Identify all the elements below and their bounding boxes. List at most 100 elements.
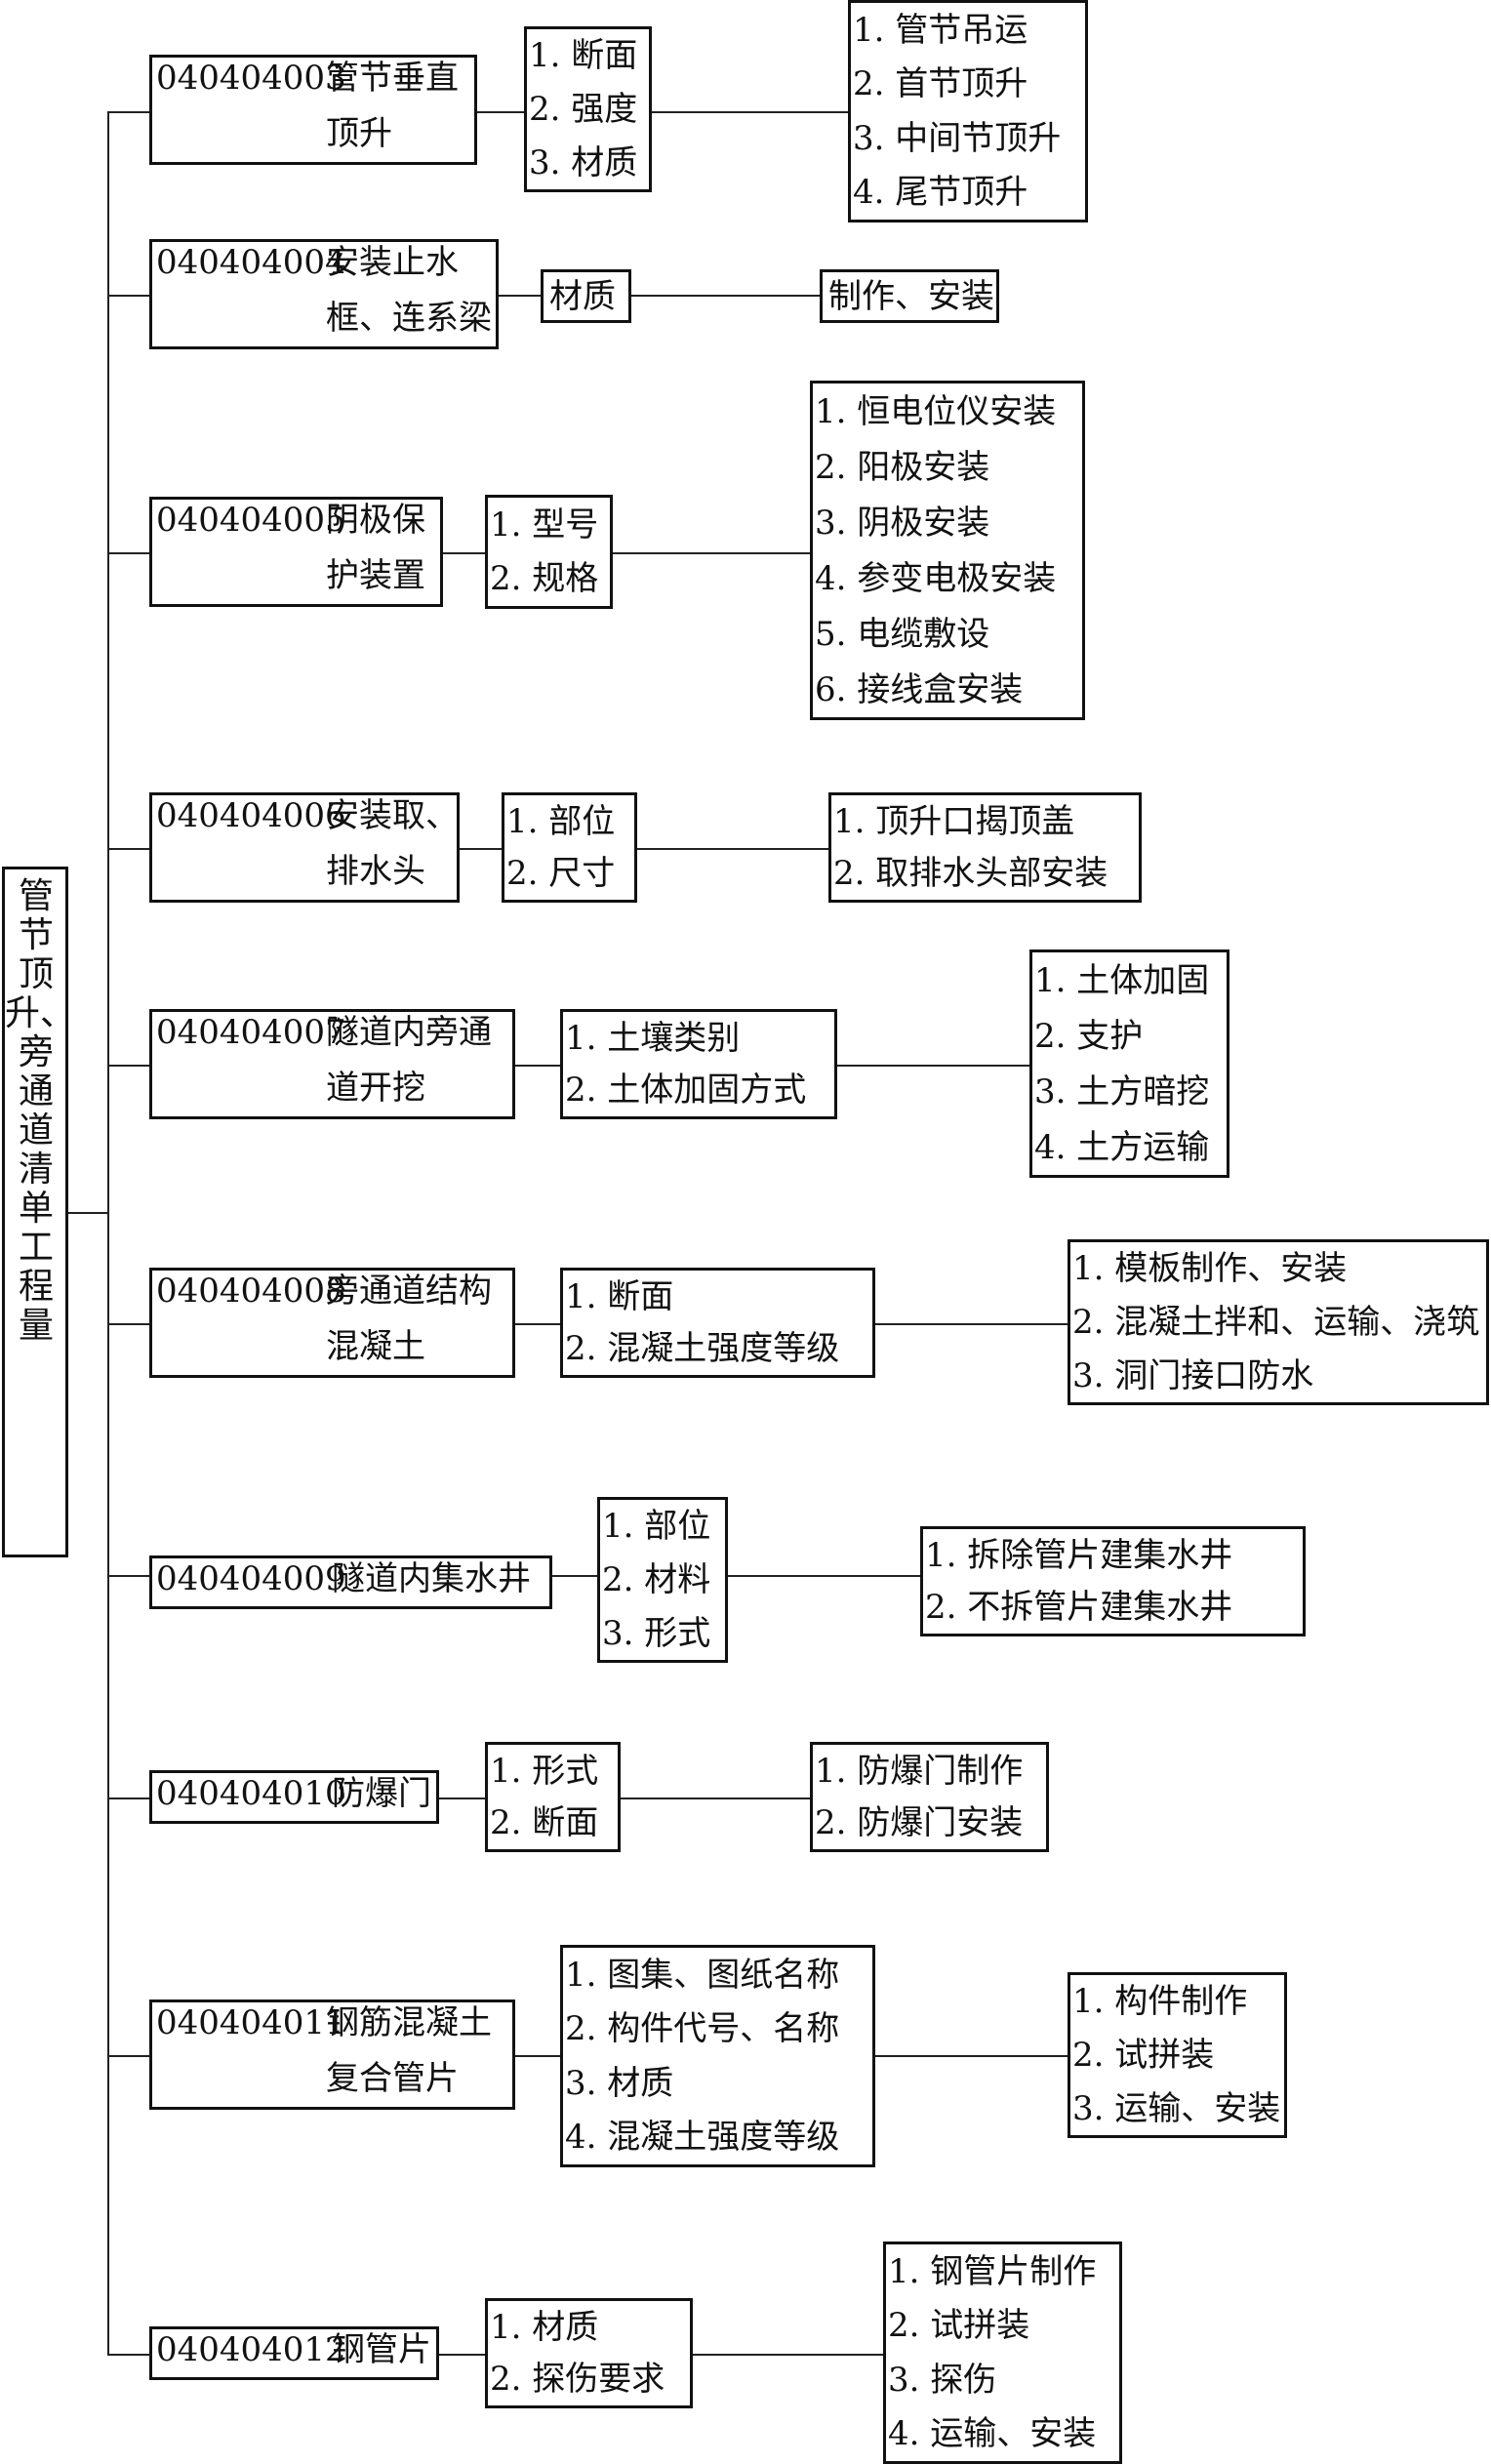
work-item: 1. 构件制作: [1072, 1982, 1248, 2021]
work-connector: [693, 2354, 883, 2356]
work-connector: [631, 295, 820, 297]
root-box: 管节顶升、旁通道清单工程量: [2, 867, 75, 1557]
branch-connector: [107, 1575, 149, 1577]
work-item: 2. 防爆门安装: [815, 1803, 1024, 1842]
work-item: 1. 恒电位仪安装: [815, 392, 1057, 431]
feature-item: 1. 土壤类别: [565, 1019, 741, 1058]
feature-item: 3. 形式: [602, 1614, 711, 1653]
work-item: 4. 运输、安装: [888, 2414, 1097, 2453]
work-item: 1. 土体加固: [1034, 961, 1210, 1000]
trunk-connector: [107, 111, 109, 2354]
work-item: 2. 试拼装: [1072, 2036, 1215, 2075]
work-box: 1. 构件制作 2. 试拼装 3. 运输、安装: [1068, 1972, 1287, 2138]
feature-item: 3. 材质: [565, 2064, 674, 2103]
item-name: 混凝土: [326, 1327, 425, 1366]
work-item: 2. 不拆管片建集水井: [925, 1588, 1233, 1627]
branch-connector: [107, 1065, 149, 1067]
item-name: 排水头: [326, 852, 425, 891]
work-item: 1. 拆除管片建集水井: [925, 1536, 1233, 1575]
work-item: 4. 土方运输: [1034, 1128, 1210, 1167]
work-item: 2. 混凝土拌和、运输、浇筑: [1072, 1303, 1480, 1342]
work-item: 2. 支护: [1034, 1017, 1144, 1056]
feature-item: 2. 构件代号、名称: [565, 2009, 840, 2048]
feature-connector: [477, 111, 524, 113]
item-code: 040404009: [156, 1559, 346, 1598]
branch-connector: [107, 111, 149, 113]
work-box: 1. 管节吊运 2. 首节顶升 3. 中间节顶升 4. 尾节顶升: [848, 0, 1088, 222]
work-item: 6. 接线盒安装: [815, 670, 1024, 709]
feature-connector: [552, 1575, 597, 1577]
feature-connector: [443, 552, 485, 554]
feature-item: 1. 图集、图纸名称: [565, 1956, 840, 1995]
feature-connector: [439, 2354, 485, 2356]
work-item: 3. 运输、安装: [1072, 2089, 1281, 2128]
work-box: 1. 土体加固 2. 支护 3. 土方暗挖 4. 土方运输: [1029, 949, 1229, 1178]
work-connector: [621, 1798, 810, 1799]
work-item: 3. 洞门接口防水: [1072, 1356, 1314, 1395]
feature-item: 1. 型号: [490, 505, 599, 545]
feature-item: 1. 形式: [490, 1752, 599, 1791]
work-item: 5. 电缆敷设: [815, 615, 990, 654]
work-item: 1. 管节吊运: [853, 11, 1028, 50]
work-box: 1. 防爆门制作 2. 防爆门安装: [810, 1742, 1049, 1852]
work-item: 1. 防爆门制作: [815, 1752, 1024, 1791]
feature-item: 2. 断面: [490, 1803, 599, 1842]
item-name: 隧道内旁通: [326, 1013, 492, 1052]
feature-box: 1. 形式 2. 断面: [485, 1742, 621, 1852]
item-name: 阴极保: [326, 501, 425, 540]
feature-item: 材质: [549, 277, 616, 316]
item-code: 040404005: [156, 501, 346, 540]
work-item: 1. 钢管片制作: [888, 2252, 1097, 2291]
work-connector: [652, 111, 848, 113]
feature-connector: [460, 848, 502, 850]
item-name: 顶升: [326, 114, 392, 153]
item-code: 040404006: [156, 796, 346, 835]
work-item: 1. 顶升口揭顶盖: [833, 802, 1075, 841]
work-box: 制作、安装: [820, 269, 999, 323]
feature-item: 1. 断面: [529, 36, 638, 75]
feature-item: 2. 土体加固方式: [565, 1070, 807, 1110]
work-item: 4. 参变电极安装: [815, 559, 1057, 598]
work-item: 2. 阳极安装: [815, 448, 990, 487]
work-item: 3. 土方暗挖: [1034, 1072, 1210, 1111]
feature-item: 2. 混凝土强度等级: [565, 1329, 840, 1368]
feature-connector: [515, 1065, 560, 1067]
item-name: 道开挖: [326, 1069, 425, 1108]
item-name: 管节垂直: [326, 59, 459, 98]
feature-item: 2. 尺寸: [506, 854, 616, 893]
item-code: 040404003: [156, 59, 346, 98]
item-code: 040404008: [156, 1272, 346, 1311]
item-code: 040404010: [156, 1774, 346, 1813]
work-item: 制作、安装: [828, 277, 994, 316]
feature-box: 1. 土壤类别 2. 土体加固方式: [560, 1009, 837, 1119]
root-connector: [68, 1212, 109, 1214]
feature-box: 1. 材质 2. 探伤要求: [485, 2298, 693, 2408]
work-connector: [637, 848, 828, 850]
branch-connector: [107, 1323, 149, 1325]
feature-item: 2. 强度: [529, 90, 638, 129]
feature-item: 3. 材质: [529, 143, 638, 182]
work-item: 2. 试拼装: [888, 2306, 1030, 2345]
item-name: 框、连系梁: [326, 299, 492, 338]
work-item: 2. 取排水头部安装: [833, 854, 1108, 893]
item-name: 安装取、: [326, 796, 459, 835]
work-item: 3. 中间节顶升: [853, 119, 1062, 158]
work-item: 2. 首节顶升: [853, 64, 1028, 103]
feature-item: 2. 探伤要求: [490, 2360, 665, 2399]
feature-item: 1. 材质: [490, 2308, 599, 2347]
work-box: 1. 顶升口揭顶盖 2. 取排水头部安装: [828, 792, 1142, 903]
work-item: 4. 尾节顶升: [853, 173, 1028, 212]
